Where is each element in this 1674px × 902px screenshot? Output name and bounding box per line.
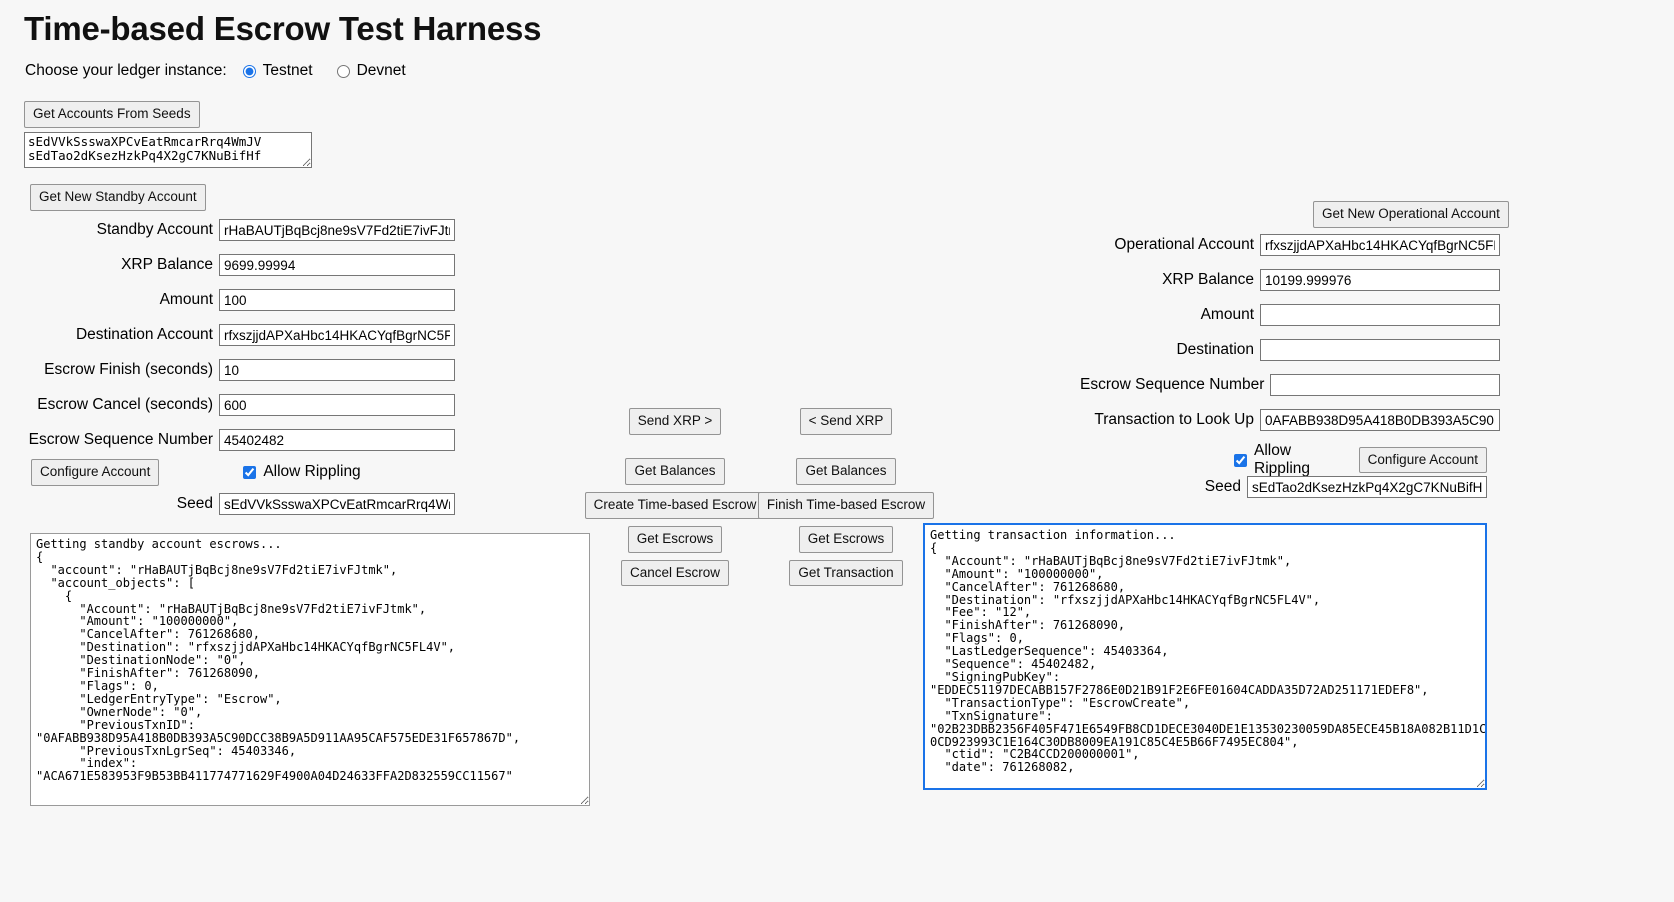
field-escrow-cancel-seconds: Escrow Cancel (seconds) [0, 393, 455, 417]
standby-amount-input[interactable] [219, 289, 455, 311]
radio-devnet-input[interactable] [336, 64, 350, 78]
field-label: Destination [1176, 341, 1254, 358]
operational-allow-rippling-checkbox[interactable] [1234, 453, 1247, 467]
standby-configure-account-button[interactable]: Configure Account [31, 459, 160, 486]
operational-xrp-balance-input[interactable] [1260, 269, 1500, 291]
radio-devnet[interactable]: Devnet [336, 62, 406, 80]
get-transaction-button[interactable]: Get Transaction [789, 559, 903, 587]
radio-testnet-label: Testnet [262, 62, 313, 79]
standby-allow-rippling-checkbox[interactable] [243, 465, 257, 479]
field-operational-destination: Destination [1080, 338, 1500, 362]
standby-account-input[interactable] [219, 219, 455, 241]
standby-allow-rippling-label: Allow Rippling [263, 463, 361, 481]
standby-xrp-balance-input[interactable] [219, 254, 455, 276]
standby-seed-label: Seed [176, 495, 213, 512]
ledger-instance-label: Choose your ledger instance: [25, 62, 227, 79]
field-standby-destination-account: Destination Account [0, 323, 455, 347]
operational-seed-row: Seed [1080, 476, 1487, 498]
standby-destination-account-input[interactable] [219, 324, 455, 346]
operational-seed-label: Seed [1204, 478, 1241, 495]
escrow-cancel-seconds-input[interactable] [219, 394, 455, 416]
field-standby-amount: Amount [0, 288, 455, 312]
create-time-based-escrow-button[interactable]: Create Time-based Escrow [584, 491, 766, 519]
operational-get-escrows-button[interactable]: Get Escrows [798, 525, 894, 553]
standby-escrow-sequence-number-input[interactable] [219, 429, 455, 451]
field-standby-escrow-sequence-number: Escrow Sequence Number [0, 428, 455, 452]
operational-allow-rippling-label: Allow Rippling [1254, 442, 1311, 477]
operational-configure-row: Allow Rippling Configure Account [1150, 442, 1487, 478]
send-xrp-left-button[interactable]: < Send XRP [799, 408, 893, 435]
field-label: XRP Balance [121, 256, 213, 273]
finish-time-based-escrow-button[interactable]: Finish Time-based Escrow [757, 491, 935, 519]
field-operational-account: Operational Account [1080, 233, 1500, 257]
field-label: Escrow Finish (seconds) [44, 361, 213, 378]
operational-get-balances-button[interactable]: Get Balances [796, 457, 896, 485]
radio-devnet-label: Devnet [356, 62, 406, 79]
field-transaction-to-look-up: Transaction to Look Up [1080, 408, 1500, 432]
radio-testnet[interactable]: Testnet [242, 62, 313, 80]
operational-configure-account-button[interactable]: Configure Account [1358, 446, 1487, 474]
operational-seed-input[interactable] [1247, 476, 1487, 498]
standby-fields: Standby Account XRP Balance Amount Desti… [0, 218, 455, 463]
center-right-buttons: < Send XRP Get Balances Finish Time-base… [757, 408, 935, 587]
seeds-textarea[interactable]: sEdVVkSsswaXPCvEatRmcarRrq4WmJV sEdTao2d… [24, 132, 312, 168]
field-operational-amount: Amount [1080, 303, 1500, 327]
center-left-buttons: Send XRP > Get Balances Create Time-base… [584, 408, 766, 587]
standby-output-textarea[interactable]: Getting standby account escrows... { "ac… [30, 533, 590, 806]
operational-allow-rippling[interactable]: Allow Rippling [1234, 442, 1349, 478]
standby-configure-row: Configure Account Allow Rippling [31, 459, 451, 486]
get-new-standby-account-button[interactable]: Get New Standby Account [30, 184, 206, 211]
standby-get-escrows-button[interactable]: Get Escrows [627, 525, 723, 553]
field-label: Amount [159, 291, 213, 308]
field-operational-xrp-balance: XRP Balance [1080, 268, 1500, 292]
field-label: Escrow Sequence Number [1080, 376, 1265, 393]
standby-allow-rippling[interactable]: Allow Rippling [243, 463, 361, 481]
operational-fields: Operational Account XRP Balance Amount D… [1080, 233, 1500, 443]
operational-output-textarea[interactable]: Getting transaction information... { "Ac… [923, 523, 1487, 790]
operational-escrow-sequence-number-input[interactable] [1270, 374, 1500, 396]
field-label: Standby Account [96, 221, 213, 238]
field-label: Transaction to Look Up [1094, 411, 1254, 428]
field-standby-xrp-balance: XRP Balance [0, 253, 455, 277]
page-title: Time-based Escrow Test Harness [24, 10, 542, 47]
escrow-finish-seconds-input[interactable] [219, 359, 455, 381]
standby-seed-row: Seed [0, 493, 455, 515]
field-operational-escrow-sequence-number: Escrow Sequence Number [1080, 373, 1500, 397]
field-label: Destination Account [75, 326, 213, 343]
field-label: Operational Account [1114, 236, 1254, 253]
operational-account-input[interactable] [1260, 234, 1500, 256]
ledger-instance-chooser: Choose your ledger instance: Testnet Dev… [25, 62, 430, 80]
operational-amount-input[interactable] [1260, 304, 1500, 326]
transaction-to-look-up-input[interactable] [1260, 409, 1500, 431]
get-new-operational-account-button[interactable]: Get New Operational Account [1313, 201, 1509, 228]
cancel-escrow-button[interactable]: Cancel Escrow [620, 559, 730, 587]
send-xrp-right-button[interactable]: Send XRP > [628, 408, 722, 435]
radio-testnet-input[interactable] [242, 64, 256, 78]
field-escrow-finish-seconds: Escrow Finish (seconds) [0, 358, 455, 382]
field-label: XRP Balance [1162, 271, 1254, 288]
standby-seed-input[interactable] [219, 493, 455, 515]
field-label: Amount [1200, 306, 1254, 323]
field-label: Escrow Sequence Number [28, 431, 213, 448]
standby-get-balances-button[interactable]: Get Balances [625, 457, 725, 485]
get-accounts-from-seeds-button[interactable]: Get Accounts From Seeds [24, 101, 200, 128]
field-label: Escrow Cancel (seconds) [37, 396, 213, 413]
field-standby-account: Standby Account [0, 218, 455, 242]
operational-destination-input[interactable] [1260, 339, 1500, 361]
